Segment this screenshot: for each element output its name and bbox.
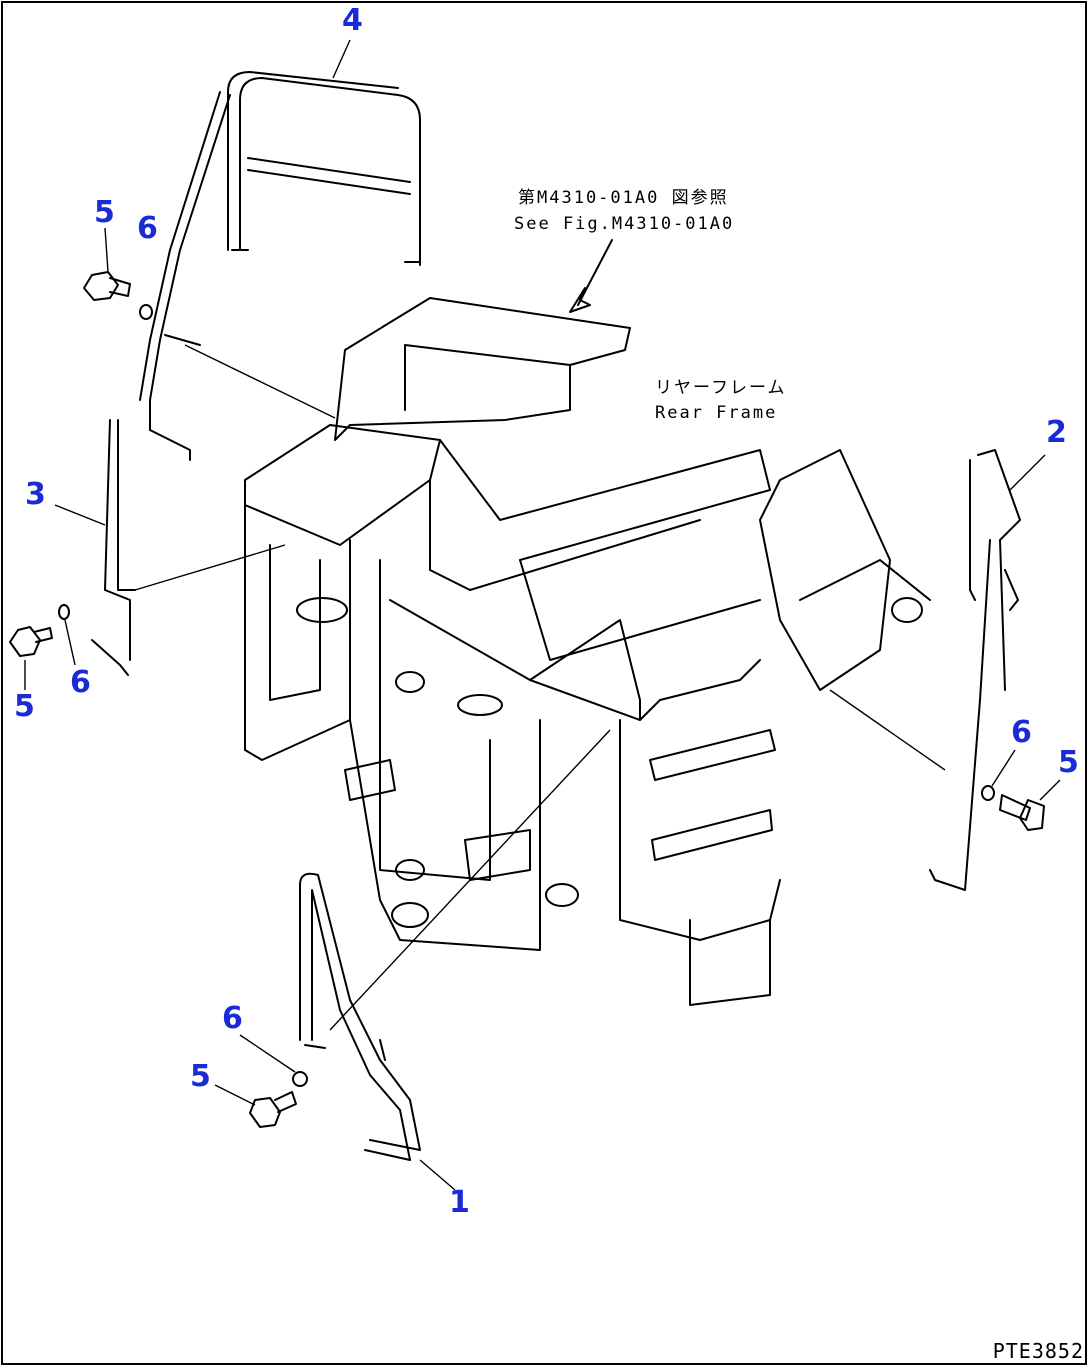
callout-5-bottom: 5: [190, 1059, 211, 1094]
reference-note-en: See Fig.M4310-01A0: [514, 214, 735, 234]
callout-6-top-left: 6: [137, 211, 158, 246]
bolt-5-left: [9, 604, 70, 657]
handrail-1: [299, 729, 611, 1161]
callout-5-right: 5: [1058, 745, 1079, 780]
bolt-5-right: [981, 785, 1045, 831]
callout-5-top-left: 5: [94, 195, 115, 230]
callout-5-left: 5: [14, 689, 35, 724]
callout-6-right: 6: [1011, 715, 1032, 750]
handrail-2: [829, 449, 1021, 891]
leader-lines: [24, 39, 1061, 1191]
drawing-number: PTE3852: [992, 1339, 1084, 1363]
rear-frame-label-en: Rear Frame: [655, 403, 778, 423]
cover-panel: [184, 297, 631, 441]
callout-4: 4: [342, 3, 363, 38]
bolt-5-bottom: [249, 1071, 308, 1128]
rear-frame: [244, 424, 931, 1006]
reference-note-jp: 第M4310-01A0 図参照: [518, 188, 729, 208]
bolt-5-top-left: [83, 271, 153, 320]
rear-frame-label-jp: リヤーフレーム: [655, 378, 787, 398]
callout-1: 1: [449, 1185, 470, 1220]
callout-6-left: 6: [70, 665, 91, 700]
callout-3: 3: [25, 477, 46, 512]
callout-6-bottom: 6: [222, 1001, 243, 1036]
callout-2: 2: [1046, 415, 1067, 450]
handrail-4: [139, 71, 421, 461]
handrail-3: [91, 419, 286, 676]
